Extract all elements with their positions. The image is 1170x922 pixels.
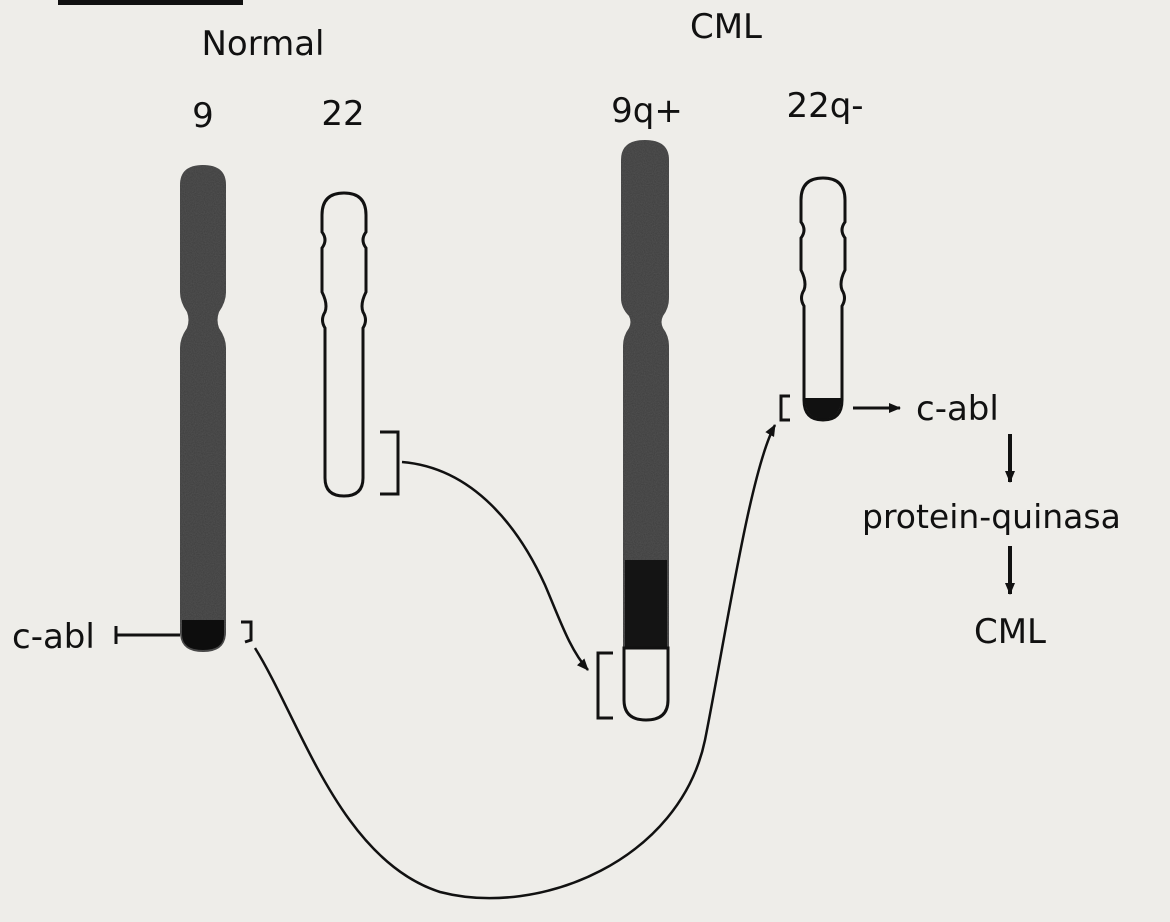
label-cml-outcome: CML [974, 612, 1046, 652]
label-c-abl-left: c-abl [12, 617, 95, 657]
chromosome-22q-minus [801, 178, 845, 420]
heading-normal: Normal [201, 24, 324, 64]
label-chromosome-22: 22 [321, 94, 364, 134]
label-protein-kinase: protein-quinasa [862, 497, 1121, 536]
chromosome-9q-plus [621, 140, 669, 720]
heading-cml: CML [690, 7, 762, 47]
bracket-22q-minus-segment [781, 396, 790, 420]
header-underline [58, 0, 243, 5]
label-chromosome-9: 9 [192, 96, 214, 136]
arrow-22-to-9q-plus [402, 462, 588, 670]
bracket-9q-plus-segment [598, 653, 613, 718]
label-chromosome-22q-minus: 22q- [786, 86, 863, 126]
label-chromosome-9q-plus: 9q+ [611, 91, 683, 131]
arrow-9-to-22q-minus [255, 425, 775, 898]
chromosome-22 [322, 193, 366, 496]
chromosome-9 [180, 165, 226, 652]
bracket-22-break [380, 432, 398, 494]
bracket-9-break [241, 622, 251, 642]
label-c-abl-right: c-abl [916, 389, 999, 429]
